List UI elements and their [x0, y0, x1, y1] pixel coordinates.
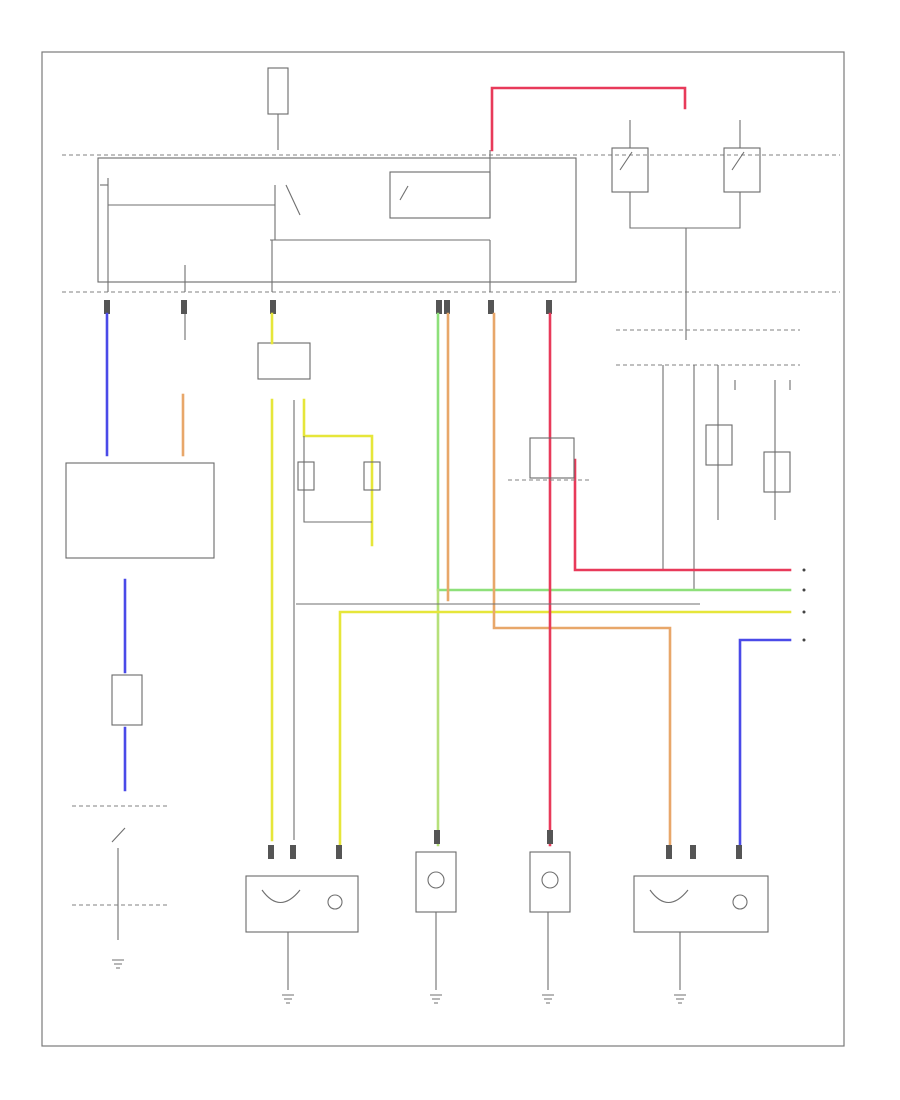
door-ajar-module	[529, 437, 575, 479]
wire-yellow-cross	[338, 610, 792, 847]
relay-module	[257, 342, 311, 380]
rear-lamp-left	[415, 851, 457, 913]
wire-red-top	[490, 86, 687, 152]
wire-blue-right	[738, 638, 792, 847]
ground-icon-left	[112, 959, 124, 969]
ground-icon-2	[430, 994, 442, 1004]
rear-lamp-right	[529, 851, 571, 913]
bulb-icon-left	[261, 889, 301, 904]
fuse-block-top	[267, 67, 289, 115]
ground-icon-4	[674, 994, 686, 1004]
relay-coil	[389, 171, 491, 219]
ground-icon-3	[542, 994, 554, 1004]
wire-red-right	[573, 458, 792, 572]
wire-end-markers	[802, 568, 806, 642]
bulb-icon-right	[541, 871, 559, 889]
lower-connectors	[268, 830, 742, 859]
right-lamp-assembly	[633, 875, 769, 933]
dimmer-module	[65, 462, 215, 559]
wire-green	[436, 312, 792, 592]
under-dash-fuse-box	[97, 157, 577, 283]
brake-switch-right	[723, 147, 761, 193]
diagram-frame	[41, 51, 845, 1047]
bulb-icon-mid	[427, 871, 445, 889]
left-lamp-assembly	[245, 875, 359, 933]
wire-orange-right	[492, 312, 672, 847]
connector-row	[104, 300, 552, 314]
courtesy-lamp-switch	[111, 674, 143, 726]
door-switch-icon	[111, 827, 126, 940]
ground-icon-1	[282, 994, 294, 1004]
